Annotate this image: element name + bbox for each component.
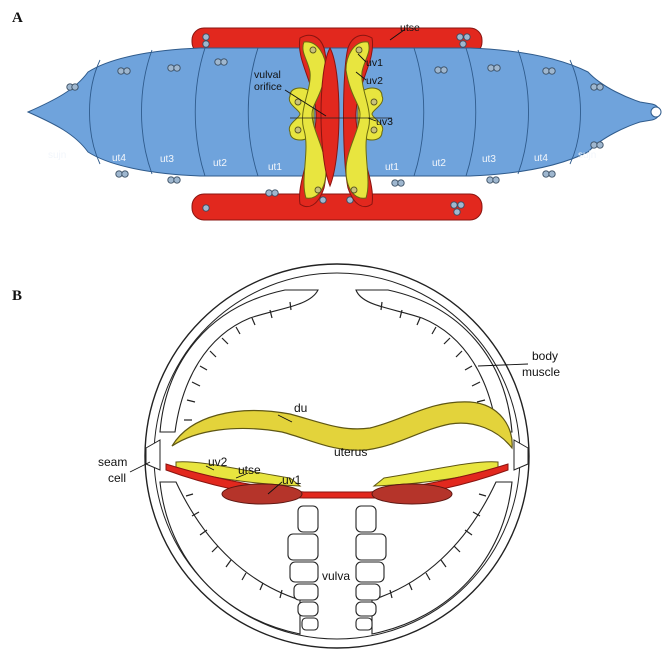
panel-a: A — [12, 10, 661, 220]
label-sujn-right: sujn — [578, 150, 596, 161]
label-vulval-a: vulval — [254, 69, 281, 81]
uv1-left-b — [222, 484, 302, 504]
panel-b: B — [12, 264, 560, 648]
label-cell-b: cell — [108, 471, 126, 485]
label-ut3-left: ut3 — [160, 154, 174, 165]
label-seam-b: seam — [98, 455, 127, 469]
label-utse-a: utse — [400, 22, 420, 34]
label-uv1-a: uv1 — [366, 57, 383, 69]
label-uv3-a: uv3 — [376, 116, 393, 128]
label-ut3-right: ut3 — [482, 154, 496, 165]
label-body-b: body — [532, 349, 558, 363]
label-ut4-right: ut4 — [534, 153, 548, 164]
label-ut1-right: ut1 — [385, 162, 399, 173]
label-uv1-b: uv1 — [282, 473, 302, 487]
label-utse-b: utse — [238, 463, 261, 477]
label-muscle-b: muscle — [522, 365, 560, 379]
label-uv2-a: uv2 — [366, 75, 383, 87]
label-orifice-a: orifice — [254, 81, 282, 93]
label-ut2-right: ut2 — [432, 158, 446, 169]
label-ut4-left: ut4 — [112, 153, 126, 164]
label-ut2-left: ut2 — [213, 158, 227, 169]
uterus-end-ring — [651, 107, 661, 117]
panel-b-letter: B — [12, 288, 22, 304]
label-sujn-left: sujn — [48, 150, 66, 161]
panel-a-letter: A — [12, 10, 23, 26]
label-ut1-left: ut1 — [268, 162, 282, 173]
label-vulva-b: vulva — [322, 569, 350, 583]
uv1-right-b — [372, 484, 452, 504]
label-uv2-b: uv2 — [208, 455, 228, 469]
label-uterus-b: uterus — [334, 445, 367, 459]
label-du-b: du — [294, 401, 307, 415]
utse-bar-bottom — [192, 194, 482, 220]
